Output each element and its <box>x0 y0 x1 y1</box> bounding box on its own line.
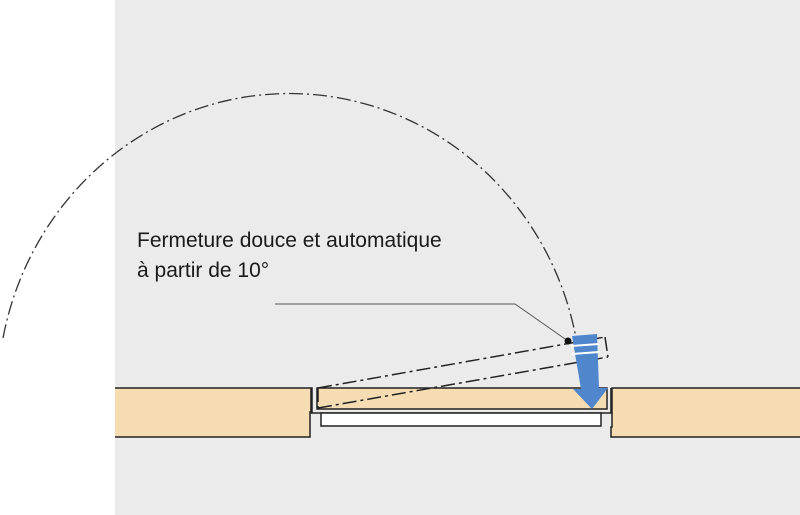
door-glass-panel <box>320 412 602 427</box>
pivot-point <box>564 337 572 345</box>
door-leaf-open <box>317 336 609 409</box>
closing-arrow-icon <box>570 334 608 409</box>
annotation-line-1: Fermeture douce et automatique <box>137 229 442 252</box>
leader-line <box>275 303 569 342</box>
left-wall <box>115 387 313 438</box>
swing-arc <box>2 92 577 339</box>
annotation-line-2: à partir de 10° <box>137 259 270 282</box>
door-leaf-closed <box>316 387 608 410</box>
right-wall <box>610 387 800 438</box>
